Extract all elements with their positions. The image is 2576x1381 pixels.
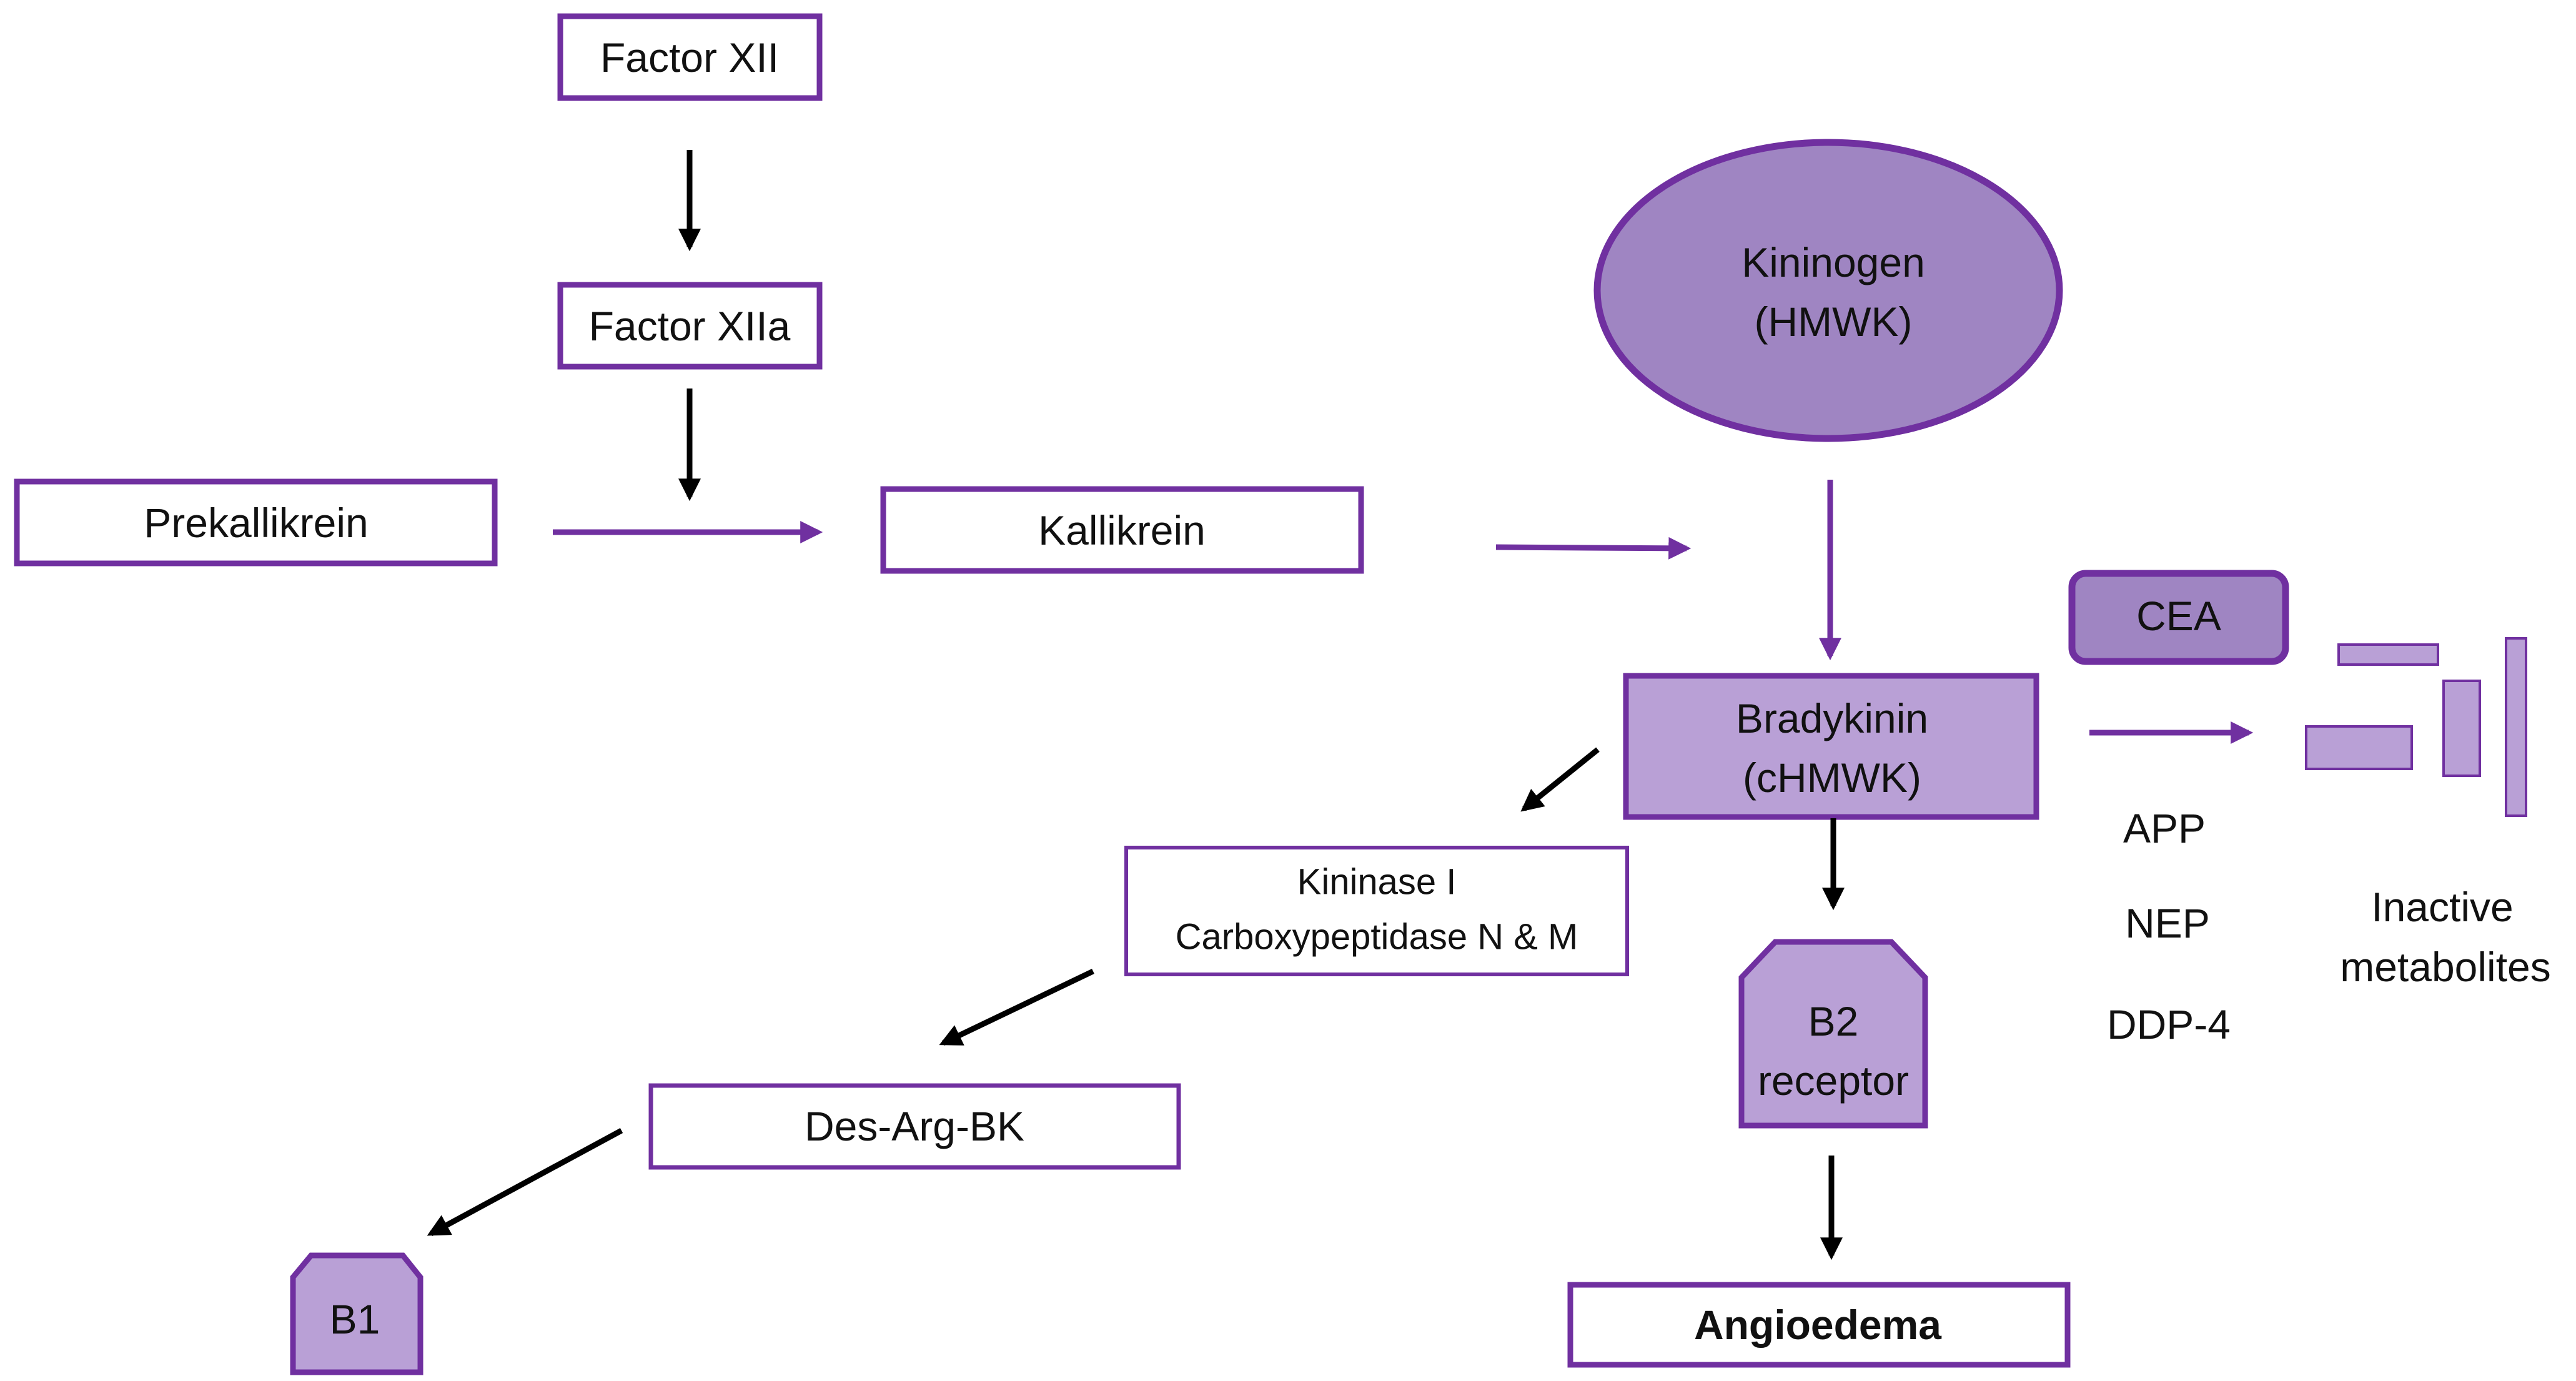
cea-label: CEA	[2136, 593, 2221, 639]
des-arg-bk-node: Des-Arg-BK	[648, 1083, 1181, 1170]
kininase-label-line2: Carboxypeptidase N & M	[1176, 917, 1578, 958]
kininase-label-line1: Kininase I	[1297, 862, 1457, 903]
factor-xiia-node: Factor XIIa	[557, 282, 823, 370]
prekallikrein-node: Prekallikrein	[14, 478, 498, 567]
bradykinin-node: Bradykinin (cHMWK)	[1623, 673, 2039, 820]
arrow-des-arg-bk-to-b1	[427, 1128, 623, 1236]
des-arg-bk-label: Des-Arg-BK	[805, 1103, 1024, 1149]
enzyme-ddp4-label: DDP-4	[2107, 1001, 2231, 1047]
b1-label: B1	[330, 1296, 380, 1342]
kininogen-label-line1: Kininogen	[1741, 239, 1925, 285]
kininogen-node: Kininogen (HMWK)	[1593, 139, 2063, 442]
b2-receptor-label-line2: receptor	[1758, 1057, 1909, 1104]
bradykinin-label-line1: Bradykinin	[1736, 695, 1928, 741]
inactive-metabolites-line2: metabolites	[2340, 944, 2551, 990]
kallikrein-label: Kallikrein	[1038, 507, 1206, 553]
arrow-kininase-to-des-arg-bk	[939, 968, 1094, 1046]
arrow-bradykinin-to-kininase	[1520, 747, 1600, 812]
angioedema-node: Angioedema	[1567, 1282, 2071, 1368]
cea-node: CEA	[2068, 570, 2289, 665]
b1-receptor-node: B1	[290, 1252, 424, 1375]
factor-xiia-label: Factor XIIa	[589, 303, 791, 349]
prekallikrein-label: Prekallikrein	[144, 500, 368, 546]
inactive-metabolites-line1: Inactive	[2371, 884, 2513, 930]
enzyme-nep-label: NEP	[2125, 900, 2210, 946]
b2-receptor-node: B2 receptor	[1738, 939, 1928, 1129]
metabolite-fragments-icon	[2305, 637, 2527, 817]
kininase-node: Kininase I Carboxypeptidase N & M	[1124, 846, 1629, 976]
bradykinin-label-line2: (cHMWK)	[1743, 755, 1921, 801]
kallikrein-node: Kallikrein	[880, 486, 1364, 574]
kininogen-label-line2: (HMWK)	[1755, 299, 1913, 345]
angioedema-label: Angioedema	[1694, 1302, 1942, 1348]
factor-xii-label: Factor XII	[600, 34, 779, 81]
enzyme-list: APP NEP DDP-4	[2107, 805, 2231, 1047]
inactive-metabolites-label: Inactive metabolites	[2340, 884, 2551, 990]
b2-receptor-label-line1: B2	[1808, 998, 1859, 1044]
arrow-kallikrein-to-kininogen	[1495, 537, 1692, 560]
enzyme-app-label: APP	[2123, 805, 2206, 851]
factor-xii-node: Factor XII	[557, 13, 823, 101]
